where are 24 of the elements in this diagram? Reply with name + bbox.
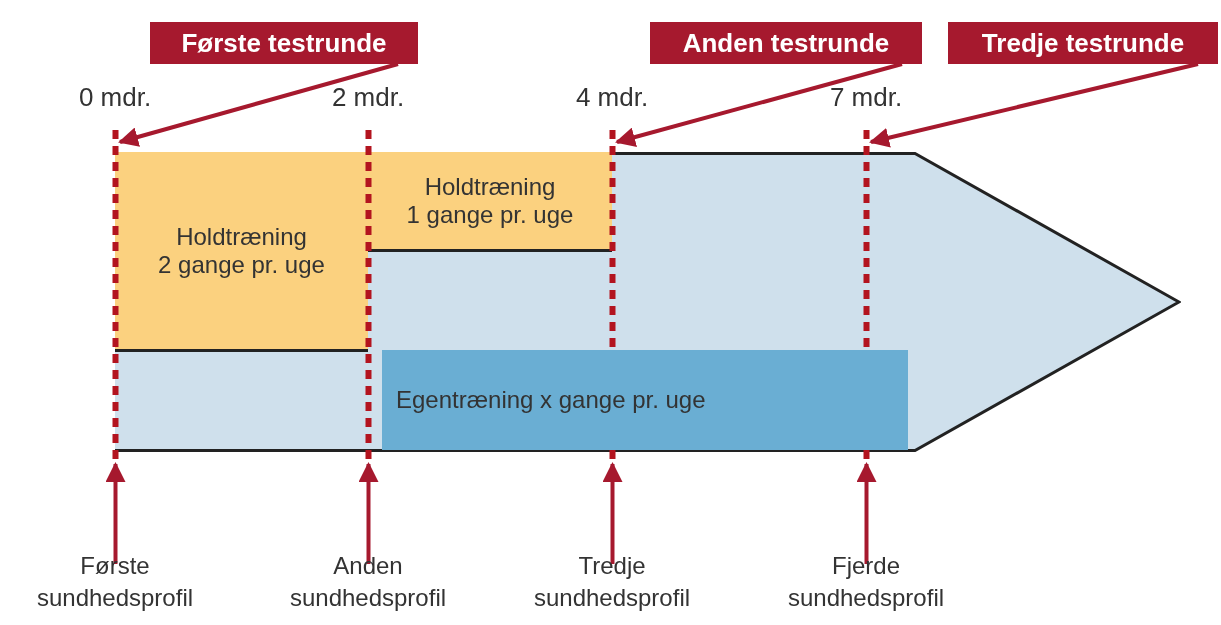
timeline-arrow-band bbox=[115, 152, 1181, 452]
month-label: 4 mdr. bbox=[574, 82, 650, 113]
health-profile-label: Første sundhedsprofil bbox=[30, 550, 200, 625]
pointer-arrow bbox=[105, 462, 126, 564]
month-label: 7 mdr. bbox=[828, 82, 904, 113]
dotted-marker-line bbox=[365, 130, 372, 462]
training-block: Egentræning x gange pr. uge bbox=[382, 350, 908, 450]
health-profile-label: Fjerde sundhedsprofil bbox=[781, 550, 951, 625]
pointer-arrow bbox=[358, 462, 379, 564]
health-profile-label: Tredje sundhedsprofil bbox=[527, 550, 697, 625]
pointer-arrow bbox=[856, 462, 877, 564]
health-profile-label: Anden sundhedsprofil bbox=[283, 550, 453, 625]
training-block: Holdtræning 1 gange pr. uge bbox=[368, 152, 612, 252]
testround-tag: Tredje testrunde bbox=[948, 22, 1218, 64]
pointer-arrow bbox=[602, 462, 623, 564]
leader-arrow bbox=[615, 62, 903, 147]
training-block: Holdtræning 2 gange pr. uge bbox=[115, 152, 368, 352]
leader-arrow bbox=[869, 62, 1199, 148]
leader-arrow bbox=[118, 62, 399, 147]
testround-tag: Anden testrunde bbox=[650, 22, 922, 64]
dotted-marker-line bbox=[112, 130, 119, 462]
month-label: 2 mdr. bbox=[330, 82, 406, 113]
month-label: 0 mdr. bbox=[77, 82, 153, 113]
testround-tag: Første testrunde bbox=[150, 22, 418, 64]
